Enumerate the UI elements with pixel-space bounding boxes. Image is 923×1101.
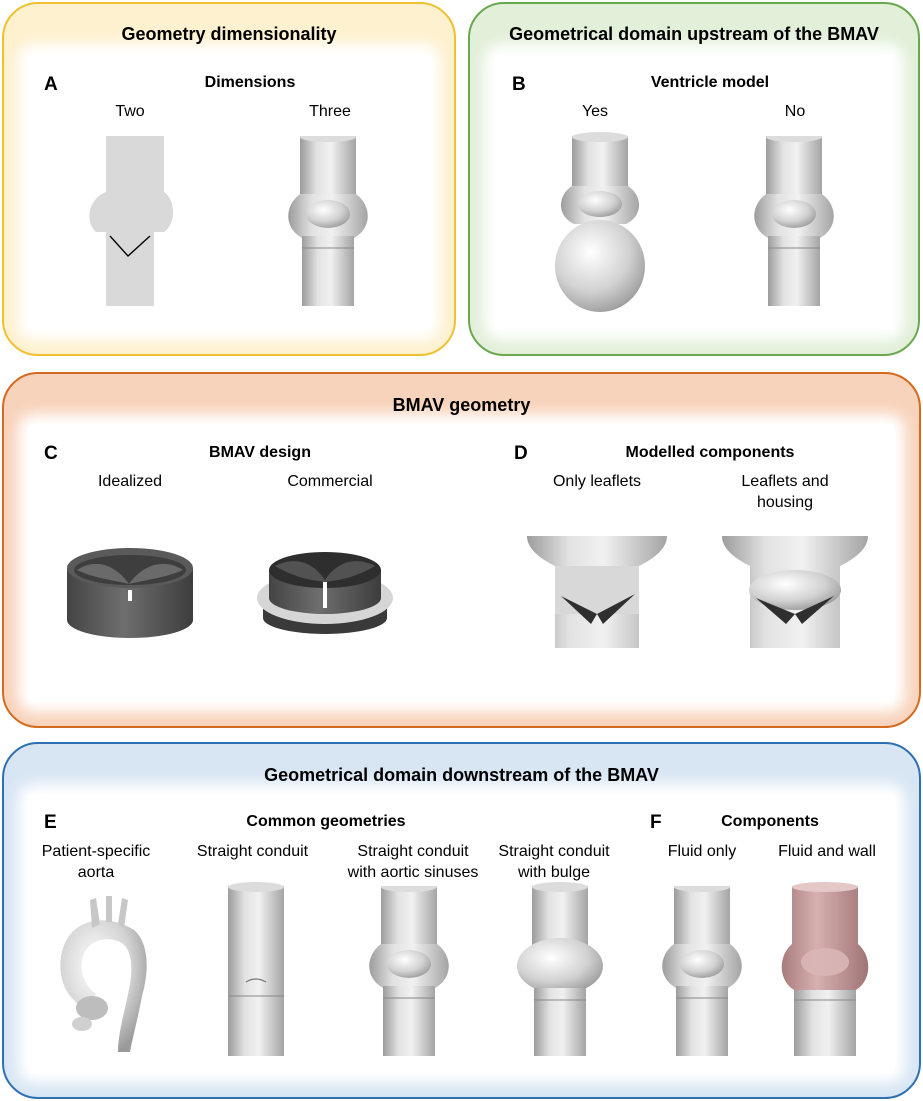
option-label: with bulge xyxy=(517,864,591,881)
panel-inner xyxy=(494,54,894,330)
option-label: Two xyxy=(115,103,145,120)
ventricle-model-no xyxy=(754,136,834,306)
straight-conduit xyxy=(228,882,284,1056)
two-dimensional-geometry xyxy=(89,136,173,306)
option-label: Idealized xyxy=(97,473,163,490)
panel-subtitle: Dimensions xyxy=(204,74,296,91)
leaflets-and-housing-model xyxy=(722,536,868,648)
panel-letter: D xyxy=(514,443,528,464)
straight-conduit-with-bulge xyxy=(517,882,603,1056)
idealized-valve xyxy=(67,548,193,638)
panel-title: Geometry dimensionality xyxy=(121,24,337,44)
option-label: Straight conduit xyxy=(498,843,610,860)
geometry-dimensionality-panel xyxy=(2,2,456,356)
option-label: Leaflets and xyxy=(741,473,829,490)
option-label: Three xyxy=(309,103,351,120)
option-label: Straight conduit xyxy=(357,843,469,860)
panel-letter: F xyxy=(650,812,662,833)
only-leaflets-model xyxy=(527,536,667,648)
panel-title: Geometrical domain downstream of the BMA… xyxy=(264,765,659,785)
fluid-and-wall-model xyxy=(781,882,869,1056)
option-label: Only leaflets xyxy=(552,473,642,490)
panel-subtitle: Modelled components xyxy=(625,444,795,461)
panel-letter: B xyxy=(512,74,526,95)
panel-subtitle: Components xyxy=(721,813,819,830)
panel-subtitle: Common geometries xyxy=(246,813,406,830)
panel-subtitle: BMAV design xyxy=(209,444,311,461)
panel-title: Geometrical domain upstream of the BMAV xyxy=(509,24,879,44)
option-label: housing xyxy=(756,494,814,511)
commercial-valve xyxy=(257,552,393,634)
panel-letter: C xyxy=(44,443,58,464)
upstream-domain-panel xyxy=(468,2,920,356)
option-label: aorta xyxy=(77,864,115,881)
panel-letter: E xyxy=(44,812,57,833)
option-label: No xyxy=(784,103,806,120)
option-label: Commercial xyxy=(287,473,373,490)
panel-inner xyxy=(28,54,430,330)
option-label: with aortic sinuses xyxy=(347,864,479,881)
straight-conduit-with-aortic-sinuses xyxy=(369,886,449,1056)
downstream-domain-panel xyxy=(2,742,921,1099)
three-dimensional-geometry xyxy=(288,136,368,306)
option-label: Patient-specific xyxy=(41,843,151,860)
option-label: Straight conduit xyxy=(196,843,309,860)
option-label: Fluid and wall xyxy=(778,843,876,860)
option-label: Fluid only xyxy=(667,843,737,860)
ventricle-model-yes xyxy=(555,132,645,312)
patient-specific-aorta xyxy=(60,896,147,1052)
panel-subtitle: Ventricle model xyxy=(650,74,770,91)
panel-letter: A xyxy=(44,74,58,95)
option-label: Yes xyxy=(581,103,609,120)
panel-inner xyxy=(28,794,895,1073)
fluid-only-model xyxy=(662,886,742,1056)
panel-title: BMAV geometry xyxy=(392,395,531,415)
